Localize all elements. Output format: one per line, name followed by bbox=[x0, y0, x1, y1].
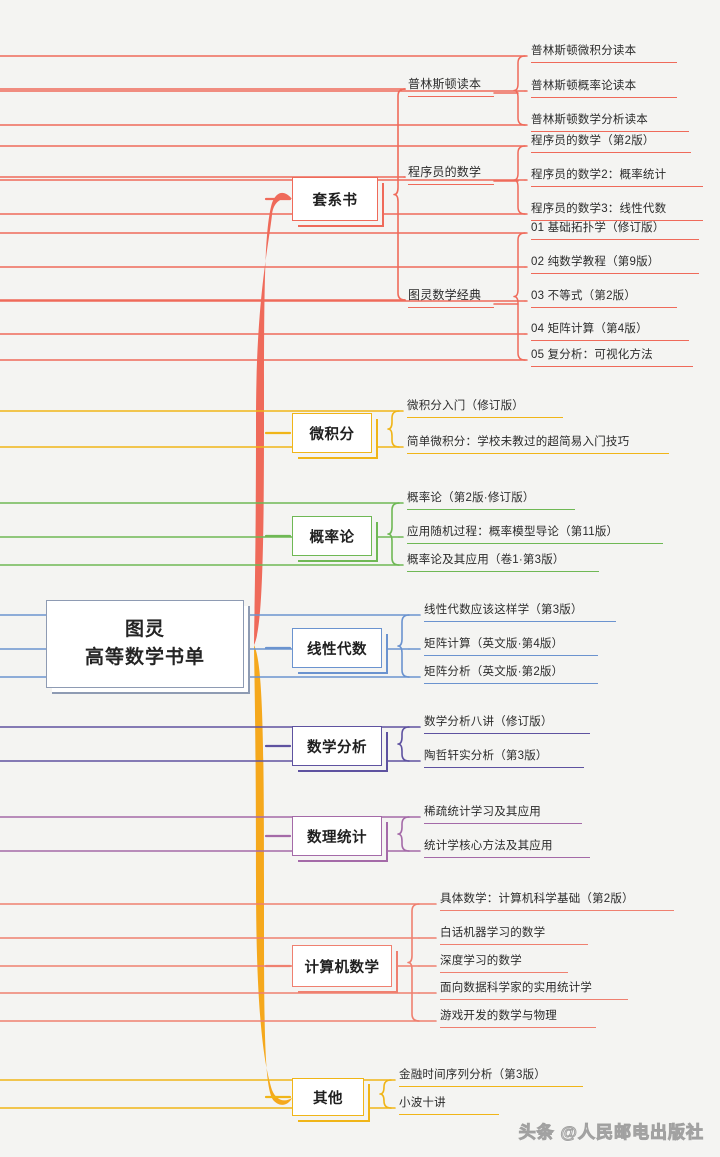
trunk-stroke bbox=[254, 645, 292, 1105]
leaf-node[interactable]: 白话机器学习的数学 bbox=[440, 924, 588, 945]
category-node-shulitongji[interactable]: 数理统计 bbox=[292, 816, 382, 856]
trunk-stroke bbox=[254, 192, 292, 645]
leaf-node[interactable]: 01 基础拓扑学（修订版） bbox=[531, 219, 699, 240]
subcategory-node[interactable]: 普林斯顿读本 bbox=[408, 75, 494, 97]
watermark: 头条 @人民邮电出版社 bbox=[518, 1123, 704, 1143]
connector-line bbox=[393, 88, 406, 301]
leaf-node[interactable]: 应用随机过程：概率模型导论（第11版） bbox=[407, 523, 663, 544]
leaf-node[interactable]: 程序员的数学3：线性代数 bbox=[531, 200, 703, 221]
category-node-shuxuefenxi[interactable]: 数学分析 bbox=[292, 726, 382, 766]
connector-line bbox=[387, 502, 400, 566]
category-node-label: 微积分 bbox=[309, 426, 355, 443]
connector-line bbox=[397, 726, 410, 762]
leaf-node[interactable]: 陶哲轩实分析（第3版） bbox=[424, 747, 584, 768]
leaf-node[interactable]: 深度学习的数学 bbox=[440, 952, 568, 973]
leaf-node[interactable]: 金融时间序列分析（第3版） bbox=[399, 1066, 583, 1087]
leaf-node[interactable]: 面向数据科学家的实用统计学 bbox=[440, 979, 628, 1000]
category-node-taoxishu[interactable]: 套系书 bbox=[292, 177, 378, 221]
connector-line bbox=[379, 1079, 392, 1109]
category-node-qita[interactable]: 其他 bbox=[292, 1078, 364, 1116]
leaf-node[interactable]: 矩阵分析（英文版·第2版） bbox=[424, 663, 598, 684]
leaf-node[interactable]: 03 不等式（第2版） bbox=[531, 287, 677, 308]
root-node-title: 图灵 高等数学书单 bbox=[84, 618, 205, 669]
subcategory-node[interactable]: 图灵数学经典 bbox=[408, 286, 494, 308]
category-node-label: 计算机数学 bbox=[304, 959, 380, 976]
leaf-node[interactable]: 微积分入门（修订版） bbox=[407, 397, 563, 418]
category-node-gailvlun[interactable]: 概率论 bbox=[292, 516, 372, 556]
connector-line bbox=[407, 903, 420, 1022]
category-node-weijifen[interactable]: 微积分 bbox=[292, 413, 372, 453]
connector-line bbox=[397, 816, 410, 852]
category-node-label: 套系书 bbox=[312, 192, 358, 209]
category-node-label: 线性代数 bbox=[307, 641, 367, 658]
leaf-node[interactable]: 稀疏统计学习及其应用 bbox=[424, 803, 582, 824]
root-node[interactable]: 图灵 高等数学书单 bbox=[46, 600, 244, 688]
category-node-label: 其他 bbox=[313, 1090, 343, 1107]
leaf-node[interactable]: 普林斯顿概率论读本 bbox=[531, 77, 677, 98]
category-node-label: 数学分析 bbox=[307, 739, 367, 756]
leaf-node[interactable]: 普林斯顿数学分析读本 bbox=[531, 111, 689, 132]
subcategory-node[interactable]: 程序员的数学 bbox=[408, 163, 494, 185]
leaf-node[interactable]: 统计学核心方法及其应用 bbox=[424, 837, 590, 858]
leaf-node[interactable]: 概率论（第2版·修订版） bbox=[407, 489, 575, 510]
category-node-label: 概率论 bbox=[309, 529, 355, 546]
leaf-node[interactable]: 概率论及其应用（卷1·第3版） bbox=[407, 551, 599, 572]
leaf-node[interactable]: 小波十讲 bbox=[399, 1094, 499, 1115]
leaf-node[interactable]: 具体数学：计算机科学基础（第2版） bbox=[440, 890, 674, 911]
leaf-node[interactable]: 05 复分析：可视化方法 bbox=[531, 346, 693, 367]
category-node-label: 数理统计 bbox=[307, 829, 367, 846]
category-node-xianxingdaishu[interactable]: 线性代数 bbox=[292, 628, 382, 668]
leaf-node[interactable]: 简单微积分：学校未教过的超简易入门技巧 bbox=[407, 433, 669, 454]
leaf-node[interactable]: 数学分析八讲（修订版） bbox=[424, 713, 590, 734]
leaf-node[interactable]: 程序员的数学2：概率统计 bbox=[531, 166, 703, 187]
category-node-jisuanjishuxue[interactable]: 计算机数学 bbox=[292, 945, 392, 987]
leaf-node[interactable]: 程序员的数学（第2版） bbox=[531, 132, 691, 153]
connector-line bbox=[397, 614, 410, 678]
connector-line bbox=[513, 232, 526, 361]
leaf-node[interactable]: 普林斯顿微积分读本 bbox=[531, 42, 677, 63]
leaf-node[interactable]: 04 矩阵计算（第4版） bbox=[531, 320, 689, 341]
connector-line bbox=[387, 410, 400, 448]
leaf-node[interactable]: 矩阵计算（英文版·第4版） bbox=[424, 635, 598, 656]
leaf-node[interactable]: 线性代数应该这样学（第3版） bbox=[424, 601, 616, 622]
leaf-node[interactable]: 游戏开发的数学与物理 bbox=[440, 1007, 596, 1028]
leaf-node[interactable]: 02 纯数学教程（第9版） bbox=[531, 253, 699, 274]
